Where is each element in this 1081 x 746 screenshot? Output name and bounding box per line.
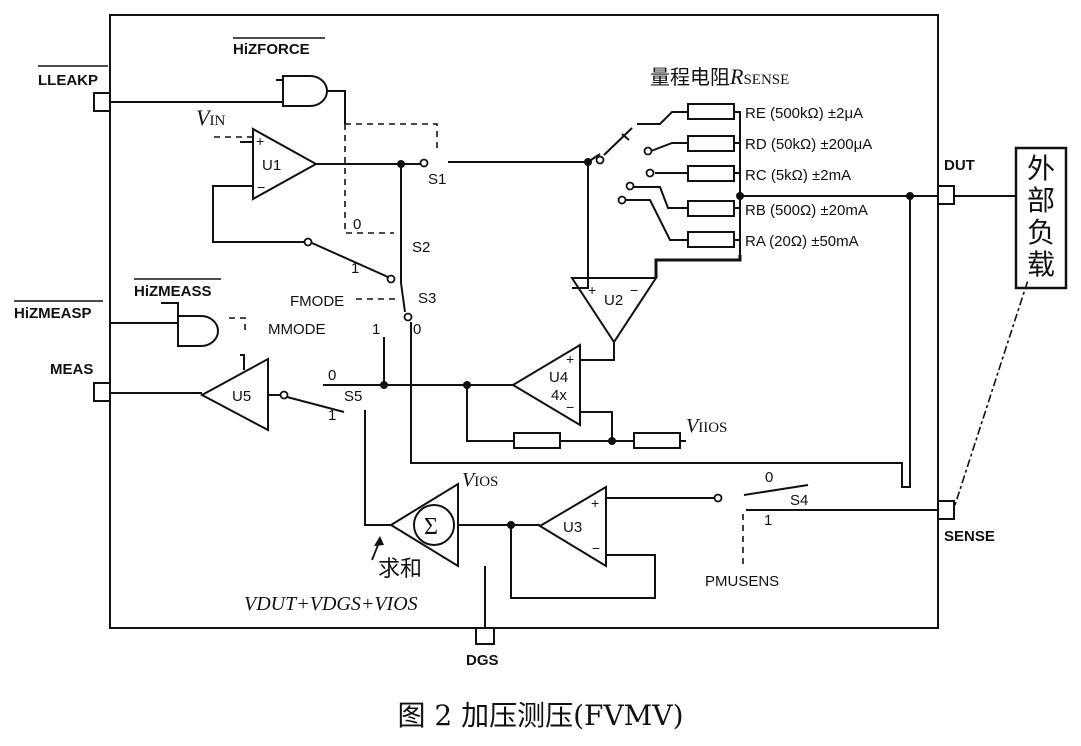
- switch-label-s4: S4: [790, 492, 808, 509]
- sum-label: 求和: [378, 557, 422, 582]
- u1-label: U1: [262, 157, 281, 174]
- external-load-char-3: 负: [1027, 216, 1055, 249]
- node-s5-zero: 0: [328, 367, 336, 384]
- resistor-feedback-right: [633, 432, 681, 449]
- u1-plus: +: [256, 133, 264, 149]
- u4-gain-label: 4x: [551, 387, 567, 404]
- vin-label: VIN: [196, 105, 225, 130]
- sigma-circle: [413, 504, 455, 546]
- pin-sense: [937, 500, 955, 520]
- hizmeas-and-gate: [177, 315, 219, 347]
- mode-label-pmusens: PMUSENS: [705, 573, 779, 590]
- switch-label-s1: S1: [428, 171, 446, 188]
- u4-opamp: [511, 343, 581, 427]
- u5-label: U5: [232, 388, 251, 405]
- switch-label-s3: S3: [418, 290, 436, 307]
- node-s3-one: 1: [372, 321, 380, 338]
- overbars: [14, 37, 325, 302]
- pin-label-dgs: DGS: [466, 652, 499, 669]
- hizforce-and-gate: [282, 75, 328, 107]
- u1-opamp: [252, 127, 319, 201]
- node-s1-zero: 0: [353, 216, 361, 233]
- sigma-symbol: Σ: [424, 514, 438, 540]
- u3-minus: −: [592, 540, 600, 556]
- u4-plus: +: [566, 351, 574, 367]
- range-item-re: RE (500kΩ) ±2μA: [745, 105, 863, 122]
- external-load-char-2: 部: [1027, 184, 1055, 217]
- u2-label: U2: [604, 292, 623, 309]
- node-s3-zero: 0: [413, 321, 421, 338]
- sum-arrow-head: [374, 536, 384, 546]
- switch-label-s5: S5: [344, 388, 362, 405]
- pin-label-sense: SENSE: [944, 528, 995, 545]
- pin-dut: [937, 185, 955, 205]
- u2-opamp: [570, 277, 658, 344]
- switch-terminals: [279, 146, 723, 503]
- pin-label-dut: DUT: [944, 157, 975, 174]
- mode-label-fmode: FMODE: [290, 293, 344, 310]
- node-s5-one: 1: [328, 407, 336, 424]
- external-load-char-4: 载: [1027, 248, 1055, 281]
- node-s4-one: 1: [764, 512, 772, 529]
- resistor-rc: [687, 165, 735, 182]
- range-item-rb: RB (500Ω) ±20mA: [745, 202, 868, 219]
- pin-label-meas: MEAS: [50, 361, 93, 378]
- u2-minus: −: [630, 282, 638, 298]
- figure-caption: 图 2 加压测压(FVMV): [397, 699, 684, 732]
- range-title: 量程电阻RSENSE: [650, 64, 789, 89]
- pin-label-lleakp: LLEAKP: [38, 72, 98, 89]
- resistor-rb: [687, 200, 735, 217]
- u4-minus: −: [566, 399, 574, 415]
- range-item-rd: RD (50kΩ) ±200μA: [745, 136, 872, 153]
- pin-label-hizforce: HiZFORCE: [233, 41, 310, 58]
- node-s2-one: 1: [351, 260, 359, 277]
- module-box: [109, 14, 939, 629]
- node-s4-zero: 0: [765, 469, 773, 486]
- pin-lleakp: [93, 92, 111, 112]
- u3-label: U3: [563, 519, 582, 536]
- mode-label-mmode: MMODE: [268, 321, 326, 338]
- pin-label-hizmeass: HiZMEASS: [134, 283, 212, 300]
- resistor-re: [687, 103, 735, 120]
- control-dashed-lines: [214, 123, 1029, 566]
- pin-meas: [93, 382, 111, 402]
- viios-label: VIIOS: [686, 415, 727, 437]
- external-load-char-1: 外: [1027, 152, 1055, 185]
- junction-dots: [380, 158, 914, 529]
- pin-dgs: [475, 627, 495, 645]
- u2-plus: +: [588, 282, 596, 298]
- u3-opamp: [538, 485, 607, 568]
- u1-minus: −: [257, 179, 265, 195]
- external-load-box: [1014, 146, 1068, 290]
- range-item-ra: RA (20Ω) ±50mA: [745, 233, 859, 250]
- range-item-rc: RC (5kΩ) ±2mA: [745, 167, 851, 184]
- switch-label-s2: S2: [412, 239, 430, 256]
- resistor-rd: [687, 135, 735, 152]
- resistor-feedback-left: [513, 432, 561, 449]
- vios-label: VIOS: [462, 469, 498, 491]
- resistor-ra: [687, 231, 735, 248]
- u4-label: U4: [549, 369, 568, 386]
- pin-label-hizmeasp: HiZMEASP: [14, 305, 92, 322]
- sum-formula: VDUT+VDGS+VIOS: [244, 593, 418, 615]
- u3-plus: +: [591, 495, 599, 511]
